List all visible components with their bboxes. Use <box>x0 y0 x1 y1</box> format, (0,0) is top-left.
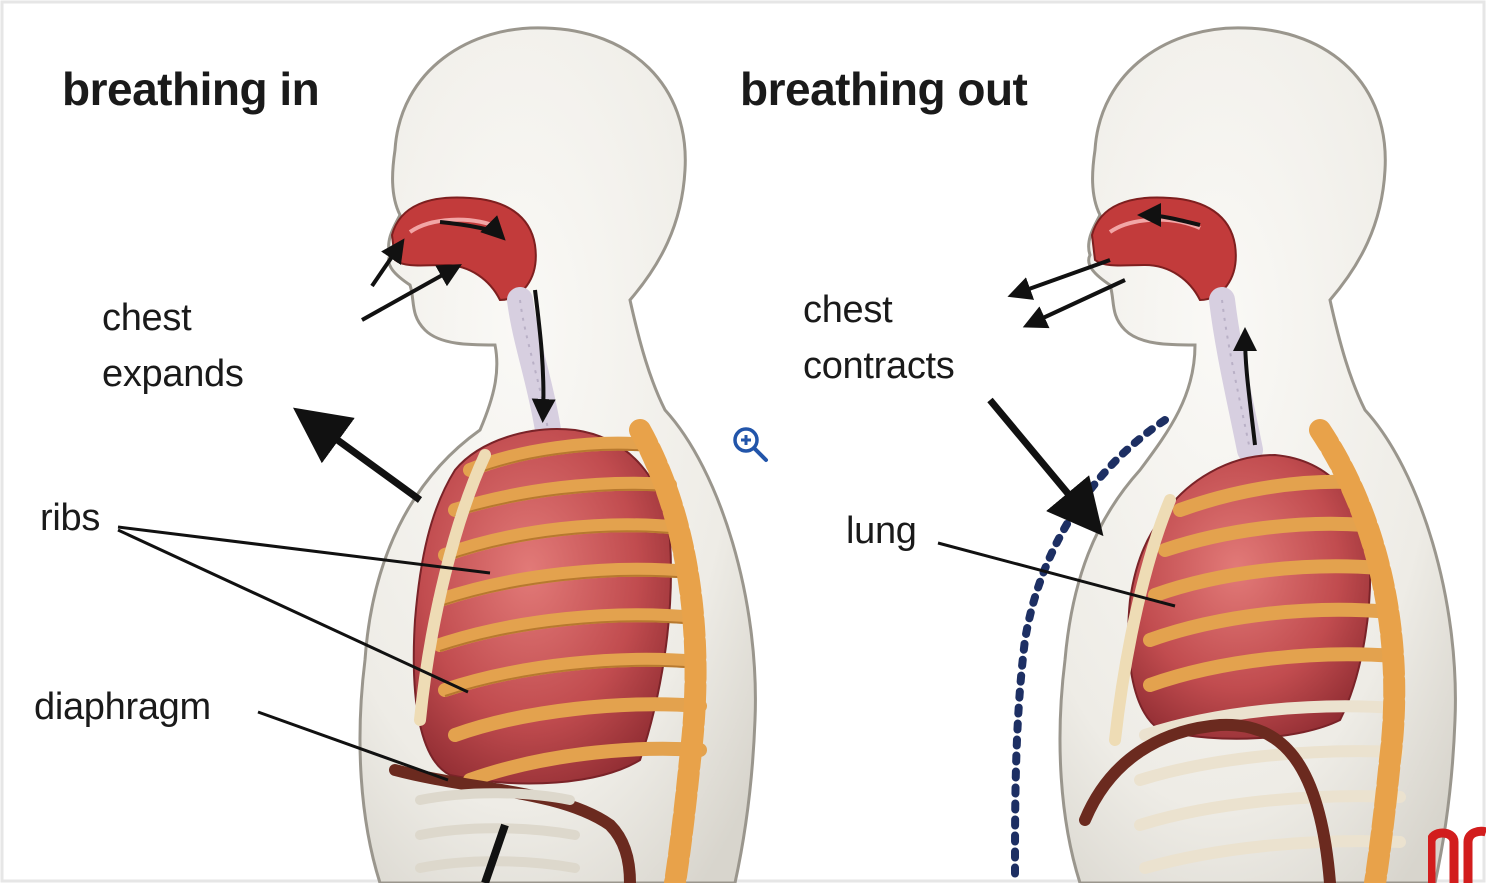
exhale-air-arrow-upper <box>1015 260 1110 294</box>
chest-contracts-line1: chest <box>803 282 954 338</box>
diaphragm-label: diaphragm <box>34 679 211 735</box>
lung-label: lung <box>846 503 917 559</box>
chest-contracts-arrow <box>990 400 1090 520</box>
exhale-title: breathing out <box>740 62 1027 116</box>
inhale-figure <box>118 28 755 883</box>
exhale-air-arrow-lower <box>1030 280 1125 324</box>
chest-expands-label: chest expands <box>102 290 244 402</box>
inhale-title: breathing in <box>62 62 319 116</box>
chest-expands-arrow <box>310 420 420 500</box>
chest-expands-line1: chest <box>102 290 244 346</box>
chest-contracts-label: chest contracts <box>803 282 954 394</box>
zoom-in-icon[interactable] <box>728 422 772 466</box>
chest-expands-line2: expands <box>102 346 244 402</box>
corner-logo-fragment <box>1428 822 1486 883</box>
exhale-figure <box>938 28 1455 883</box>
chest-contracts-line2: contracts <box>803 338 954 394</box>
ribs-label: ribs <box>40 490 100 546</box>
